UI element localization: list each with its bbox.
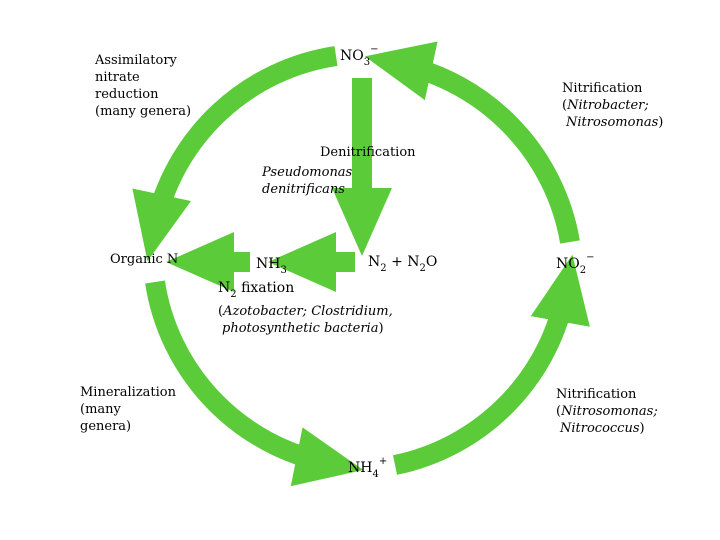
assimilatory-label: Assimilatory nitrate reduction (many gen… <box>95 52 191 120</box>
n2-n2o-node: N2 + N2O <box>368 254 437 274</box>
fixation-org2: photosynthetic bacteria <box>222 321 379 336</box>
nitrification-top-open: ( <box>562 98 568 113</box>
nitrification-top-org1: Nitrobacter; <box>567 98 649 113</box>
nitrification-bottom-org2: Nitrococcus <box>560 421 640 436</box>
n2o-base: + N <box>386 254 420 270</box>
fixation-title-rest: fixation <box>236 280 295 296</box>
assimilatory-line1: Assimilatory <box>95 53 177 68</box>
denitrification-org2: denitrificans <box>262 182 345 197</box>
n2-base: N <box>368 254 381 270</box>
nitrite-node: NO2 − <box>556 252 595 276</box>
denitrification-title-text: Denitrification <box>320 145 416 160</box>
nitrification-bottom-open: ( <box>556 404 562 419</box>
fixation-close: ) <box>378 321 384 336</box>
ammonium-sup: + <box>378 456 388 467</box>
ammonium-sub: 4 <box>372 469 379 480</box>
assimilatory-line2: nitrate <box>95 70 140 85</box>
ammonia-base: NH <box>256 256 281 272</box>
nitrate-base: NO <box>340 48 364 64</box>
mineralization-line3: genera) <box>80 419 132 434</box>
organic-n-node: Organic N <box>110 252 178 267</box>
nitrification-top-label: Nitrification (Nitrobacter; Nitrosomonas… <box>562 80 663 131</box>
nitrite-base: NO <box>556 256 580 272</box>
nitrite-sub: 2 <box>579 265 587 276</box>
arrow-mineralization <box>145 280 364 487</box>
assimilatory-line4: (many genera) <box>95 104 192 119</box>
arrow-assimilatory <box>132 46 338 262</box>
ammonia-node: NH3 <box>256 256 287 276</box>
fixation-title-base: N <box>218 280 231 296</box>
nitrification-top-org2: Nitrosomonas <box>566 115 659 130</box>
nitrate-sup: − <box>370 44 379 55</box>
fixation-open: ( <box>218 304 224 319</box>
nitrite-sup: − <box>586 252 595 263</box>
denitrification-org1: Pseudomonas <box>262 165 353 180</box>
nitrate-sub: 3 <box>363 57 371 68</box>
arrow-nitrification-top <box>364 41 580 244</box>
ammonium-node: NH4 + <box>348 456 387 480</box>
arrow-nitrification-bottom <box>392 254 590 475</box>
n2o-sub: 2 <box>419 263 426 274</box>
nitrification-bottom-close: ) <box>639 421 645 436</box>
nitrification-top-close: ) <box>658 115 664 130</box>
fixation-org1: Azotobacter; Clostridium, <box>223 304 393 319</box>
mineralization-label: Mineralization (many genera) <box>80 384 176 435</box>
n2-sub: 2 <box>380 263 387 274</box>
fixation-label: N2 fixation (Azotobacter; Clostridium, p… <box>218 280 393 337</box>
arrows <box>132 41 590 487</box>
n2o-end: O <box>425 254 438 270</box>
nitrification-top-title: Nitrification <box>562 81 643 96</box>
organic-n-label: Organic N <box>110 252 179 267</box>
assimilatory-line3: reduction <box>95 87 159 102</box>
mineralization-line1: Mineralization <box>80 385 176 400</box>
denitrification-organism: Pseudomonas denitrificans <box>262 164 352 198</box>
nitrification-bottom-label: Nitrification (Nitrosomonas; Nitrococcus… <box>556 386 658 437</box>
mineralization-line2: (many <box>80 402 121 417</box>
nitrification-bottom-org1: Nitrosomonas; <box>561 404 658 419</box>
denitrification-title: Denitrification <box>320 144 416 161</box>
ammonium-base: NH <box>348 460 373 476</box>
fixation-title-sub: 2 <box>230 289 237 300</box>
nitrate-node: NO3 − <box>340 44 379 68</box>
nitrification-bottom-title: Nitrification <box>556 387 637 402</box>
ammonia-sub: 3 <box>280 265 287 276</box>
